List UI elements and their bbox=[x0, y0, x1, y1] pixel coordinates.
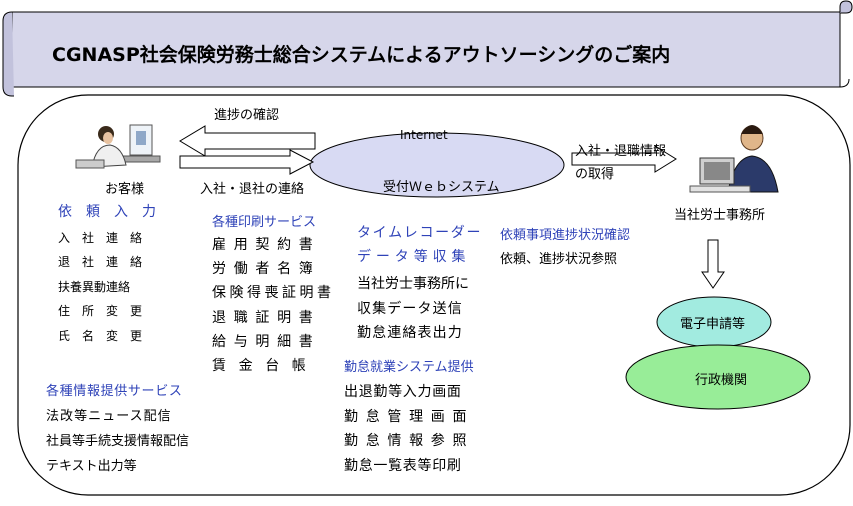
label-customer: お客様 bbox=[105, 182, 145, 197]
time-recorder-item: 収集データ送信 bbox=[357, 300, 463, 317]
info-services-heading: 各種情報提供サービス bbox=[46, 384, 183, 399]
customer-illustration bbox=[75, 124, 161, 169]
request-input-list: 入 社 連 絡 退 社 連 絡 扶養異動連絡 住 所 変 更 氏 名 変 更 bbox=[58, 226, 142, 348]
attendance-heading: 勤怠就業システム提供 bbox=[344, 360, 474, 375]
request-input-item: 氏 名 変 更 bbox=[58, 328, 143, 343]
label-joinleave-info-1: 入社・退職情報 bbox=[575, 144, 667, 159]
office-illustration bbox=[689, 125, 779, 193]
arrow-down bbox=[701, 239, 725, 289]
printing-item: 退職証明書 bbox=[212, 309, 321, 326]
attendance-item: 勤怠管理画面 bbox=[344, 408, 475, 425]
attendance-item: 勤怠一覧表等印刷 bbox=[344, 457, 462, 474]
label-office: 当社労士事務所 bbox=[674, 208, 766, 223]
gov-ellipse bbox=[625, 344, 811, 410]
printing-item: 保険得喪証明書 bbox=[212, 285, 335, 302]
request-input-item: 退 社 連 絡 bbox=[58, 255, 143, 270]
time-recorder-heading-1: タイムレコーダー bbox=[357, 225, 483, 241]
time-recorder-heading-2: データ等収集 bbox=[357, 249, 471, 265]
attendance-list: 出退勤等入力画面 勤怠管理画面 勤怠情報参照 勤怠一覧表等印刷 bbox=[344, 380, 474, 478]
printing-item: 労働者名簿 bbox=[212, 261, 321, 278]
printing-services-heading: 各種印刷サービス bbox=[212, 215, 317, 230]
request-input-item: 入 社 連 絡 bbox=[58, 231, 143, 245]
time-recorder-item: 勤怠連絡表出力 bbox=[357, 325, 463, 341]
printing-item: 雇用契約書 bbox=[212, 237, 321, 253]
label-gov-agency: 行政機関 bbox=[695, 373, 748, 388]
label-internet: Internet bbox=[400, 128, 448, 142]
label-joinleave-info-2: の取得 bbox=[575, 167, 615, 182]
info-services-item: 法改等ニュース配信 bbox=[46, 409, 172, 424]
time-recorder-item: 当社労士事務所に bbox=[357, 276, 469, 292]
arrow-right-contact bbox=[179, 149, 315, 175]
label-e-application: 電子申請等 bbox=[680, 317, 746, 332]
arrow-right-office bbox=[571, 145, 677, 173]
request-status-heading: 依頼事項進捗状況確認 bbox=[500, 228, 631, 243]
outer-frame bbox=[17, 94, 851, 496]
label-web-system: 受付Ｗｅｂシステム bbox=[383, 180, 500, 195]
label-joinleave-contact: 入社・退社の連絡 bbox=[200, 182, 305, 197]
request-input-heading: 依 頼 入 力 bbox=[58, 204, 156, 220]
time-recorder-list: 当社労士事務所に 収集データ送信 勤怠連絡表出力 bbox=[357, 272, 469, 346]
request-input-item: 扶養異動連絡 bbox=[58, 279, 131, 294]
label-progress-check: 進捗の確認 bbox=[214, 108, 280, 123]
request-input-item: 住 所 変 更 bbox=[58, 304, 143, 319]
title-banner bbox=[2, 0, 853, 97]
attendance-item: 出退勤等入力画面 bbox=[344, 384, 462, 400]
page-title: CGNASP社会保険労務士総合システムによるアウトソーシングのご案内 bbox=[52, 44, 671, 66]
arrow-left bbox=[179, 125, 316, 157]
info-services-item: 社員等手続支援情報配信 bbox=[46, 434, 190, 449]
internet-ellipse bbox=[309, 132, 565, 198]
request-status-text: 依頼、進捗状況参照 bbox=[500, 252, 618, 267]
printing-services-list: 雇用契約書 労働者名簿 保険得喪証明書 退職証明書 給与明細書 賃金台帳 bbox=[212, 233, 335, 378]
info-services-list: 法改等ニュース配信 社員等手続支援情報配信 テキスト出力等 bbox=[46, 404, 189, 479]
printing-item: 賃金台帳 bbox=[212, 358, 319, 375]
printing-item: 給与明細書 bbox=[212, 333, 321, 350]
info-services-item: テキスト出力等 bbox=[46, 459, 137, 474]
attendance-item: 勤怠情報参照 bbox=[344, 433, 475, 449]
